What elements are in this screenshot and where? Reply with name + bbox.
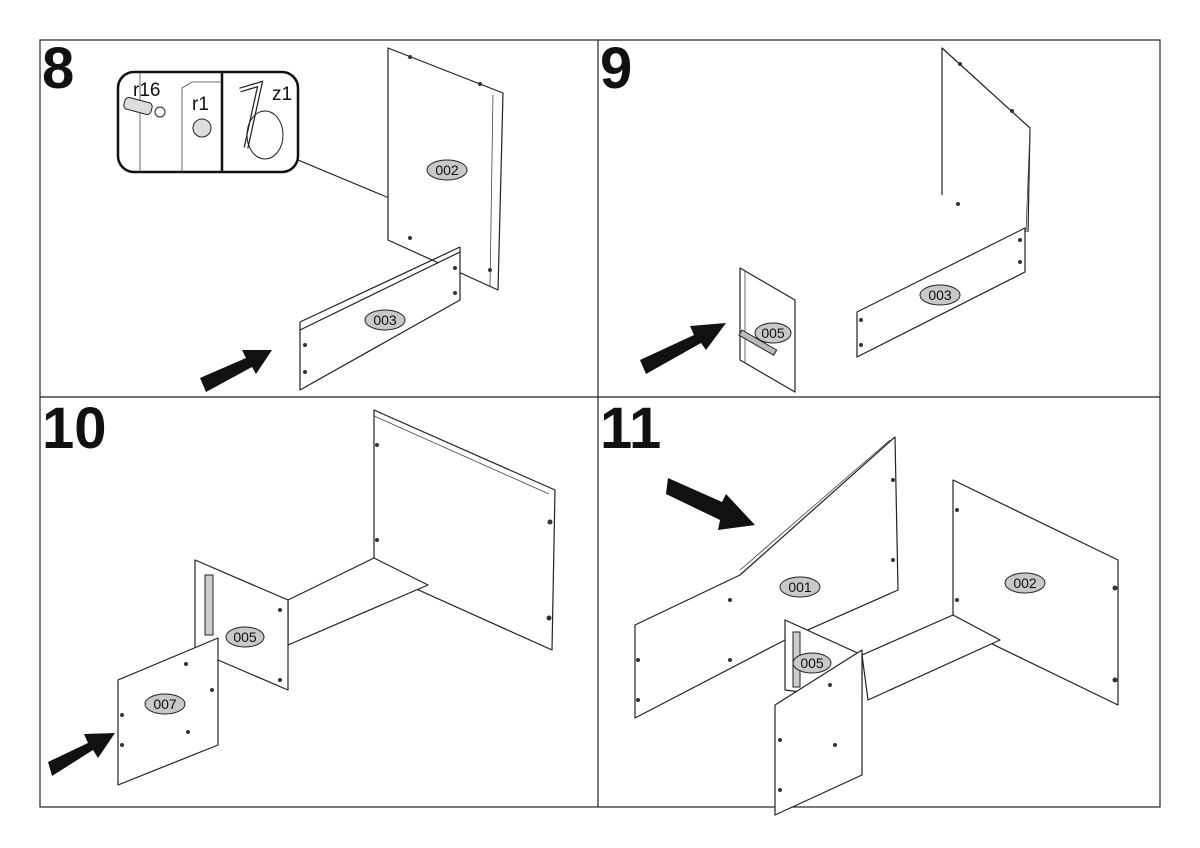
part-label: 007 [153,696,177,712]
step-8-panel: 8 r16 r1 z1 [42,36,504,392]
inset-hardware: r16 r1 z1 [116,70,300,174]
step-number: 11 [600,396,661,461]
direction-arrow-icon [48,733,115,776]
board-003: 003 [299,246,461,391]
part-label: 003 [928,287,952,303]
allen-key-icon [239,80,284,160]
board-002: 002 [952,479,1119,706]
board-002: 002 [387,47,504,291]
board-003: 003 [856,227,1026,358]
part-label: 005 [761,325,785,341]
inset-label: z1 [272,84,292,105]
direction-arrow-icon [200,350,272,392]
part-label: 005 [800,655,824,671]
part-label: 002 [435,162,459,178]
step-number: 8 [42,36,74,101]
cam-lock-icon [192,118,212,138]
front-board [774,649,863,816]
outer-frame [39,39,1161,808]
board-001: 001 [634,436,899,719]
back-board [941,47,1031,233]
step-number: 9 [600,36,632,101]
direction-arrow-icon [666,478,755,530]
part-label: 003 [373,312,397,328]
part-label: 005 [233,629,257,645]
board-005: 005 [738,267,796,393]
step-10-panel: 10 005 007 [42,396,556,786]
part-label: 002 [1013,575,1037,591]
board-007: 007 [117,637,219,786]
direction-arrow-icon [640,323,726,374]
inset-label: r16 [133,80,160,101]
side-board [373,409,556,651]
inset-label: r1 [192,94,209,115]
step-11-panel: 11 002 001 005 [600,396,1119,816]
cam-bolt-icon [123,96,166,118]
step-9-panel: 9 003 005 [600,36,1031,393]
shelf-board [861,614,1001,701]
step-number: 10 [42,396,107,461]
part-label: 001 [788,579,812,595]
